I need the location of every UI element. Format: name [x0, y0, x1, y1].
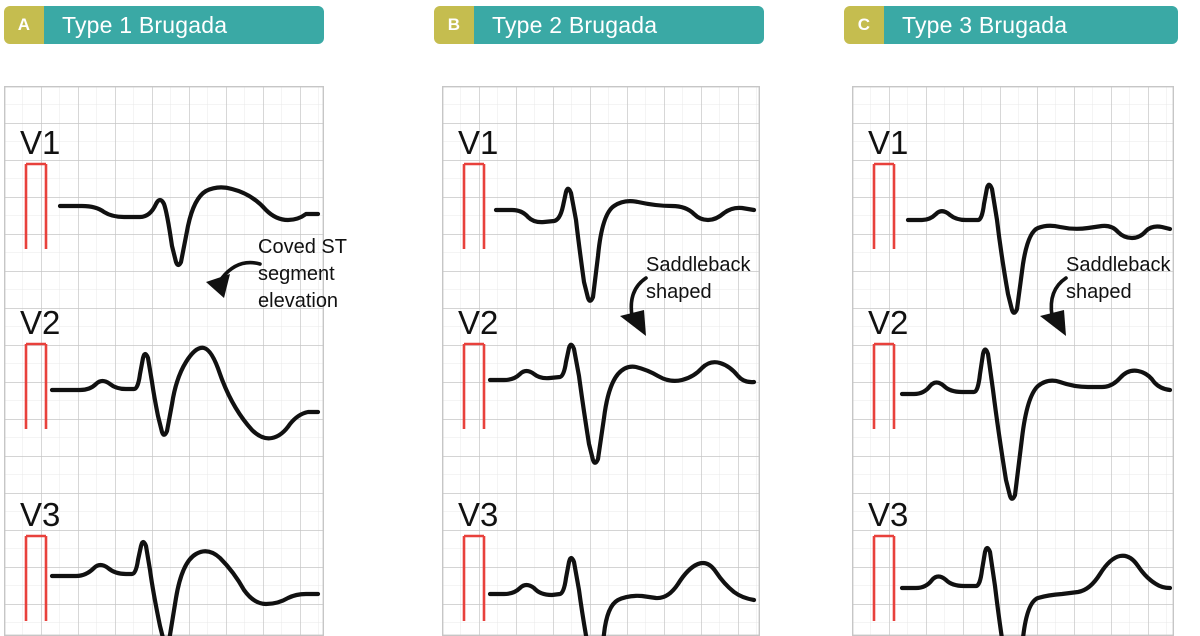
svg-text:V3: V3	[20, 496, 60, 533]
svg-text:V2: V2	[868, 304, 908, 341]
panel-a-annotation-text: Coved ST segment elevation	[258, 236, 347, 312]
svg-text:V2: V2	[458, 304, 498, 341]
panel-c-title: Type 3 Brugada	[884, 6, 1178, 44]
panel-b-letter-badge: B	[434, 6, 474, 44]
panel-type-3-brugada: C Type 3 Brugada V1	[840, 0, 1200, 636]
panel-c-letter-badge: C	[844, 6, 884, 44]
panel-a-letter-badge: A	[4, 6, 44, 44]
svg-text:V3: V3	[458, 496, 498, 533]
panel-type-1-brugada: A Type 1 Brugada V1	[0, 0, 400, 636]
panel-c-annotation-arrow	[1032, 272, 1092, 350]
panel-b-banner: B Type 2 Brugada	[434, 6, 764, 44]
svg-text:V1: V1	[20, 124, 60, 161]
panel-b-annotation-arrow	[612, 272, 672, 350]
panel-c-ecg-strip: V1 V2 V3	[852, 86, 1174, 636]
panel-type-2-brugada: B Type 2 Brugada V1	[430, 0, 790, 636]
svg-text:V3: V3	[868, 496, 908, 533]
svg-text:V2: V2	[20, 304, 60, 341]
panel-b-title: Type 2 Brugada	[474, 6, 764, 44]
panel-b-annotation-text: Saddleback shaped	[646, 254, 751, 303]
panel-b-ecg-strip: V1 V2 V3	[442, 86, 760, 636]
panel-c-annotation-text: Saddleback shaped	[1066, 254, 1171, 303]
panel-a-ecg-strip: V1 V2 V3	[4, 86, 324, 636]
svg-text:V1: V1	[458, 124, 498, 161]
svg-text:V1: V1	[868, 124, 908, 161]
panel-c-banner: C Type 3 Brugada	[844, 6, 1178, 44]
panel-a-banner: A Type 1 Brugada	[4, 6, 324, 44]
panel-a-annotation-arrow	[186, 252, 266, 324]
panel-a-title: Type 1 Brugada	[44, 6, 324, 44]
